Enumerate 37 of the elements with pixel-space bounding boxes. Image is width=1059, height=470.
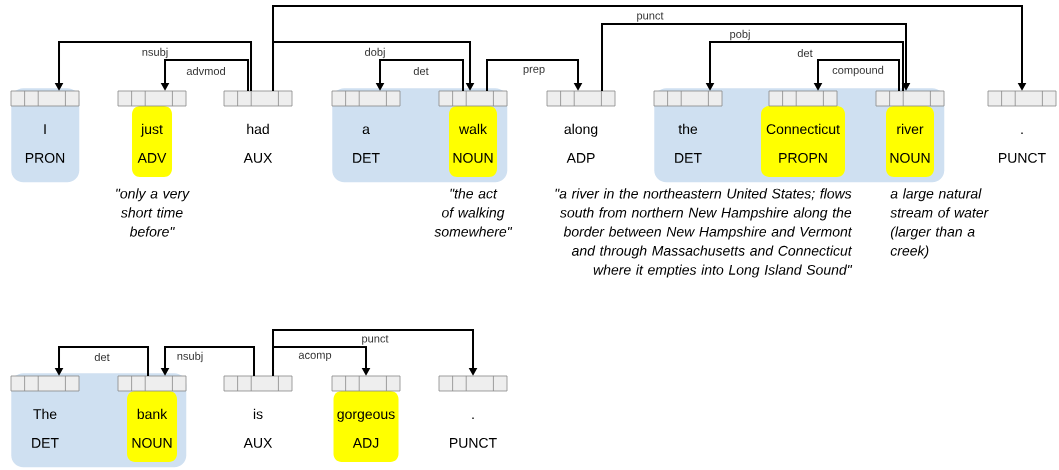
arrow: [272, 5, 1027, 92]
token: just ADV: [137, 123, 167, 163]
edge-label: det: [797, 48, 813, 58]
token: is AUX: [243, 408, 273, 448]
token: the DET: [675, 123, 702, 163]
arrow: [272, 41, 475, 92]
edge-label: pobj: [730, 29, 750, 41]
token: The DET: [32, 408, 59, 448]
gloss: "only a very short time before": [116, 188, 190, 237]
edge-label: advmod: [186, 66, 225, 76]
arrow: [601, 23, 911, 92]
gloss: "a river in the northeastern United States; flows south from northern New Hampshire along the border between New Hampshire and Vermont and through Massachusetts and Connecticut where it empties into Long Island Sound": [555, 188, 853, 278]
edge-label: punct: [362, 335, 389, 345]
edge-label: det: [413, 66, 429, 76]
gloss: a large natural stream of water (larger than a creek): [890, 188, 989, 259]
edge-label: punct: [637, 12, 664, 22]
token: along ADP: [564, 123, 598, 163]
edge-label: acomp: [298, 352, 332, 362]
token: a DET: [353, 126, 380, 163]
edge-label: nsubj: [142, 47, 168, 59]
token: I PRON: [25, 124, 65, 163]
arrow: [486, 59, 583, 92]
arrow: [272, 346, 371, 377]
edge-label: compound: [832, 65, 884, 77]
gloss: "the act of walking somewhere": [434, 188, 513, 237]
token: . PUNCT: [999, 132, 1046, 163]
edge-label: dobj: [365, 47, 385, 59]
token: walk NOUN: [453, 123, 493, 163]
edge-label: det: [94, 352, 110, 362]
edge-label: prep: [523, 66, 545, 76]
token: . PUNCT: [450, 417, 497, 448]
edge-label: nsubj: [177, 351, 203, 363]
token: gorgeous ADJ: [337, 411, 395, 448]
token: Connecticut PROPN: [766, 123, 840, 163]
token: bank NOUN: [132, 408, 172, 448]
arrow: [272, 329, 478, 377]
token: had AUX: [243, 123, 273, 163]
